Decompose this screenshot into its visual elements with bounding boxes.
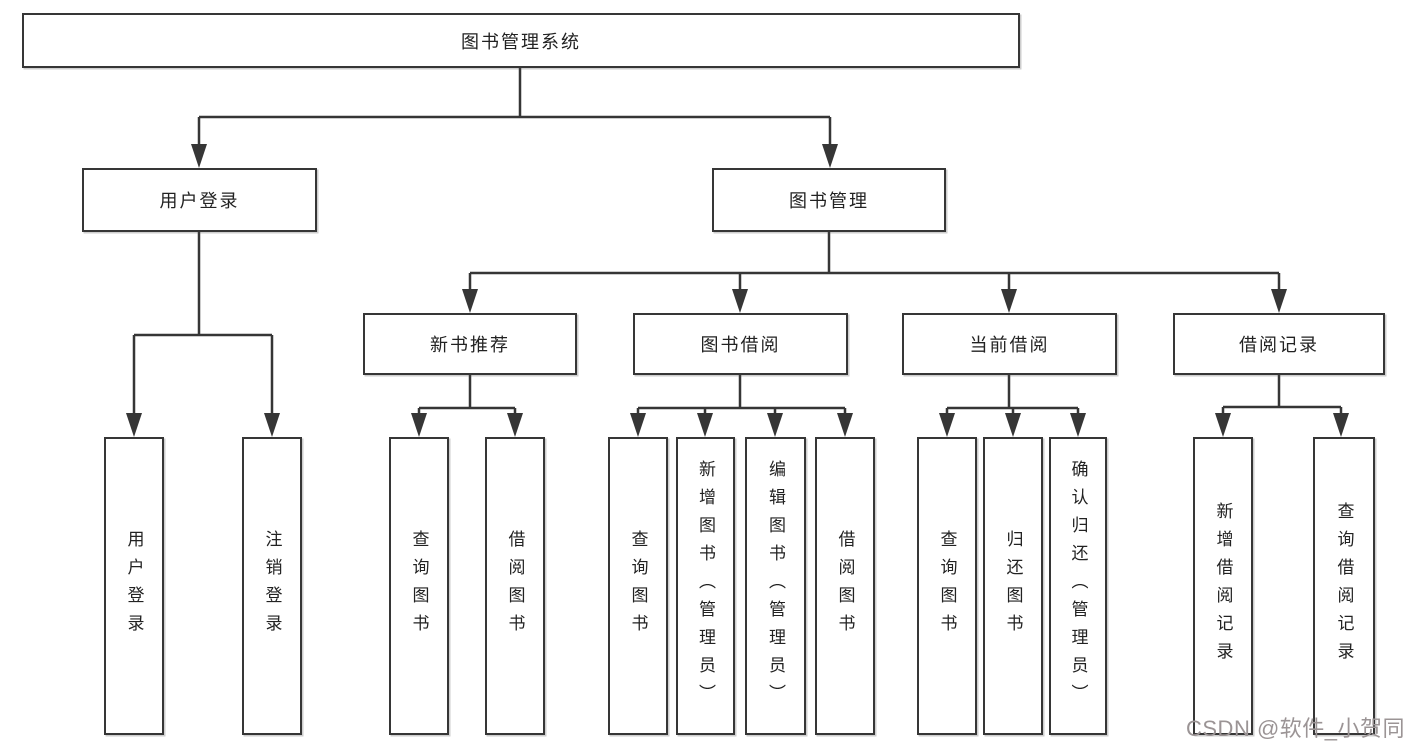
watermark: CSDN @软件_小贺同学 — [1186, 716, 1405, 741]
node-user-login-label: 用户登录 — [159, 191, 240, 211]
leaf-confirm-return-admin-label: 确认归还（管理员） — [1068, 460, 1088, 712]
leaf-borrow-books-label: 借阅图书 — [835, 530, 855, 642]
node-book-borrow: 图书借阅 — [633, 313, 848, 375]
leaf-recommend-query-books-label: 查询图书 — [409, 530, 429, 642]
leaf-recommend-borrow-books-label: 借阅图书 — [505, 530, 525, 642]
leaf-return-books: 归还图书 — [983, 437, 1043, 735]
node-book-borrow-label: 图书借阅 — [700, 335, 781, 355]
node-root-label: 图书管理系统 — [461, 31, 581, 52]
node-new-book-recommend: 新书推荐 — [363, 313, 577, 375]
leaf-current-query-books: 查询图书 — [917, 437, 977, 735]
node-current-borrow: 当前借阅 — [902, 313, 1117, 375]
leaf-logout: 注销登录 — [242, 437, 302, 735]
leaf-recommend-borrow-books: 借阅图书 — [485, 437, 545, 735]
leaf-confirm-return-admin: 确认归还（管理员） — [1049, 437, 1107, 735]
node-borrow-records: 借阅记录 — [1173, 313, 1385, 375]
node-root: 图书管理系统 — [22, 13, 1020, 68]
leaf-borrow-query-books: 查询图书 — [608, 437, 668, 735]
leaf-query-borrow-record-label: 查询借阅记录 — [1334, 502, 1354, 670]
leaf-add-borrow-record: 新增借阅记录 — [1193, 437, 1253, 735]
leaf-add-books-admin-label: 新增图书（管理员） — [696, 460, 715, 712]
node-borrow-records-label: 借阅记录 — [1239, 335, 1319, 355]
leaf-edit-books-admin: 编辑图书（管理员） — [745, 437, 806, 735]
node-user-login: 用户登录 — [82, 168, 317, 232]
leaf-query-borrow-record: 查询借阅记录 — [1313, 437, 1375, 735]
leaf-add-books-admin: 新增图书（管理员） — [676, 437, 735, 735]
leaf-logout-label: 注销登录 — [262, 530, 282, 642]
leaf-current-query-books-label: 查询图书 — [937, 530, 957, 642]
leaf-recommend-query-books: 查询图书 — [389, 437, 449, 735]
leaf-edit-books-admin-label: 编辑图书（管理员） — [766, 460, 785, 712]
leaf-borrow-books: 借阅图书 — [815, 437, 875, 735]
node-current-borrow-label: 当前借阅 — [969, 335, 1050, 355]
node-new-book-recommend-label: 新书推荐 — [430, 335, 510, 355]
leaf-user-login: 用户登录 — [104, 437, 164, 735]
leaf-add-borrow-record-label: 新增借阅记录 — [1213, 502, 1233, 670]
node-book-management: 图书管理 — [712, 168, 946, 232]
leaf-return-books-label: 归还图书 — [1003, 530, 1023, 642]
leaf-user-login-label: 用户登录 — [124, 530, 144, 642]
leaf-borrow-query-books-label: 查询图书 — [628, 530, 648, 642]
node-book-management-label: 图书管理 — [789, 191, 869, 211]
